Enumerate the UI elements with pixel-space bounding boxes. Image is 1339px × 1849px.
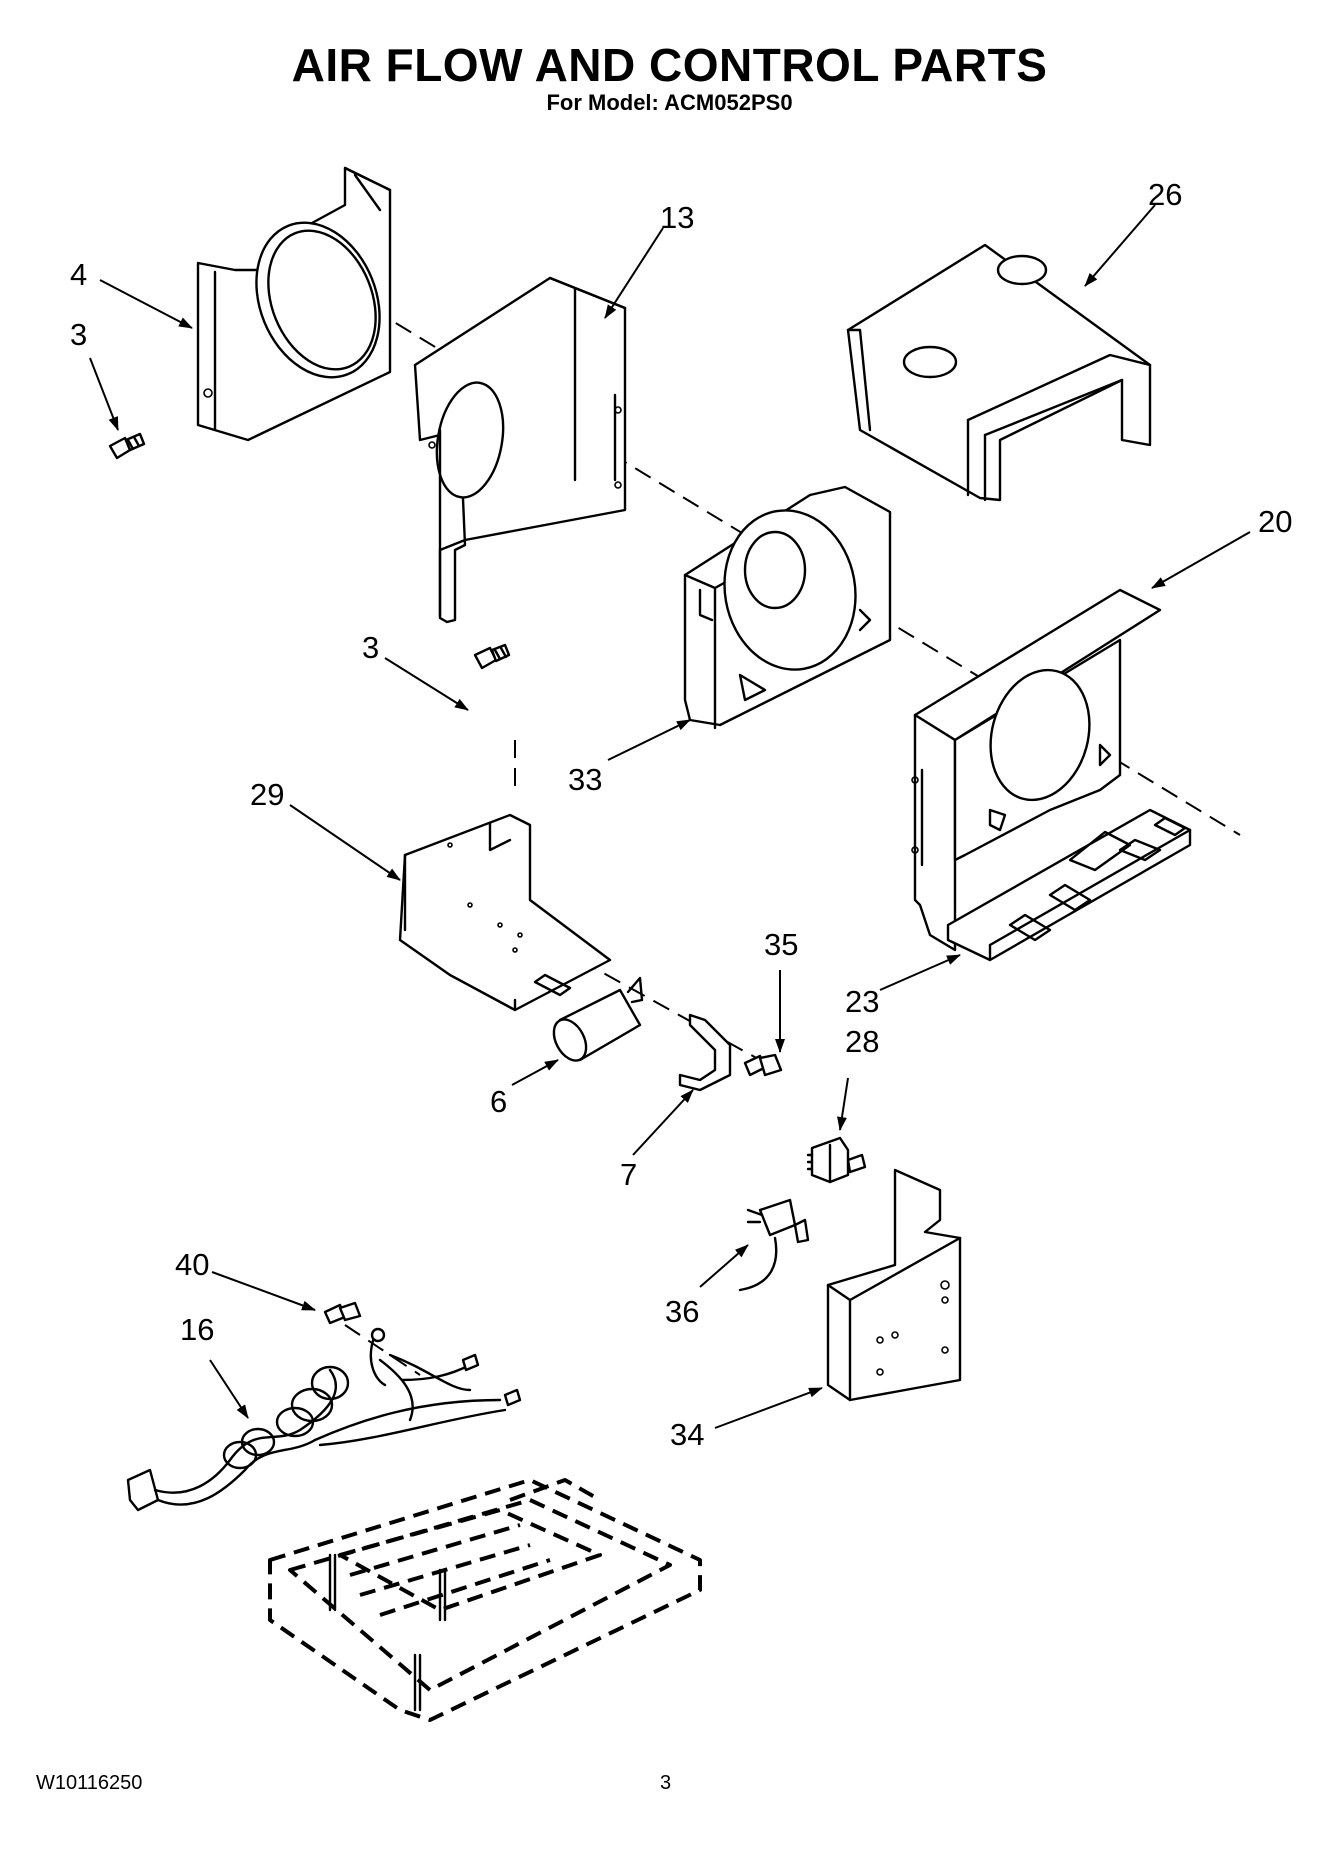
part-33-scroll-housing xyxy=(683,485,892,730)
leader-4 xyxy=(99,279,193,329)
part-13-fan-housing-panel xyxy=(413,276,627,624)
leader-3a xyxy=(89,357,119,431)
callout-20: 20 xyxy=(1258,504,1292,539)
page-title: AIR FLOW AND CONTROL PARTS xyxy=(291,39,1048,91)
part-23-drain-tray xyxy=(946,808,1192,962)
part-6-capacitor xyxy=(552,976,644,1062)
leader-3b xyxy=(384,657,469,711)
part-40-ground-screw xyxy=(323,1301,362,1325)
part-29-control-bracket xyxy=(398,813,612,1012)
document-number: W10116250 xyxy=(36,1772,143,1794)
leader-33 xyxy=(607,719,691,761)
base-pan-reference-outline xyxy=(268,1478,702,1722)
leader-36 xyxy=(699,1244,749,1288)
part-16-power-cord-harness xyxy=(126,1327,522,1512)
callout-13: 13 xyxy=(660,200,694,235)
callout-3a: 3 xyxy=(70,317,87,352)
callout-29: 29 xyxy=(250,777,284,812)
leader-40 xyxy=(211,1271,316,1311)
leader-16 xyxy=(209,1359,249,1419)
callout-6: 6 xyxy=(490,1084,507,1119)
ground-screw-axis-dashed-line xyxy=(344,1324,421,1376)
callout-23: 23 xyxy=(845,984,879,1019)
callout-26: 26 xyxy=(1148,177,1182,212)
part-7-capacitor-strap xyxy=(678,1013,732,1092)
callout-36: 36 xyxy=(665,1294,699,1329)
callout-35: 35 xyxy=(764,927,798,962)
leader-29 xyxy=(289,804,401,881)
model-subtitle: For Model: ACM052PS0 xyxy=(546,90,793,115)
callout-leaders xyxy=(89,204,1251,1429)
callout-28: 28 xyxy=(845,1024,879,1059)
callout-33: 33 xyxy=(568,762,602,797)
part-3-screw-b xyxy=(473,643,511,670)
callout-7: 7 xyxy=(620,1157,637,1192)
leader-28 xyxy=(837,1077,849,1131)
part-20-bracket xyxy=(911,588,1162,952)
callout-4: 4 xyxy=(70,257,87,292)
part-36-thermostat xyxy=(738,1198,810,1292)
leader-7 xyxy=(632,1089,694,1156)
callout-3b: 3 xyxy=(362,630,379,665)
callout-40: 40 xyxy=(175,1247,209,1282)
leader-13 xyxy=(604,227,664,319)
part-34-control-plate xyxy=(826,1168,962,1402)
leader-26 xyxy=(1084,204,1156,287)
leader-20 xyxy=(1151,531,1251,589)
callout-labels: 4 3 13 26 20 3 33 29 35 23 28 6 7 40 16 … xyxy=(70,177,1292,1452)
part-3-screw-a xyxy=(108,432,146,460)
part-35-screw xyxy=(743,1053,783,1077)
callout-34: 34 xyxy=(670,1417,704,1452)
part-26-top-cover xyxy=(846,243,1152,502)
part-4-shroud-plate xyxy=(196,166,392,442)
leader-34 xyxy=(714,1387,823,1429)
leader-6 xyxy=(511,1059,559,1086)
page-number: 3 xyxy=(660,1772,672,1794)
leader-23 xyxy=(879,954,961,991)
part-28-selector-switch xyxy=(806,1136,867,1184)
callout-16: 16 xyxy=(180,1312,214,1347)
